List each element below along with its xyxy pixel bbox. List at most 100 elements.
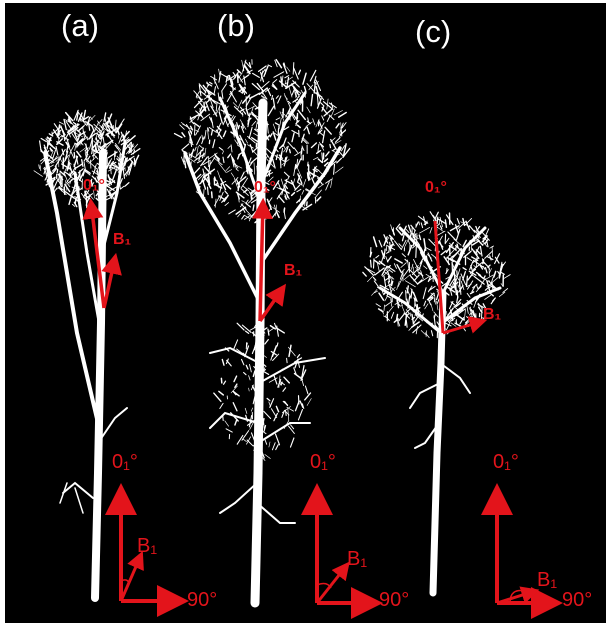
twig <box>260 369 270 376</box>
twig <box>277 127 280 136</box>
twig <box>116 158 124 165</box>
twig <box>465 220 471 231</box>
twig <box>262 134 271 144</box>
twig <box>445 317 451 324</box>
twig <box>429 227 433 234</box>
twig <box>387 265 396 272</box>
twig <box>268 401 271 408</box>
twig <box>79 147 87 153</box>
twig <box>323 158 329 163</box>
twig <box>412 314 420 325</box>
tree-a-branch <box>62 481 94 499</box>
twig <box>46 172 53 183</box>
twig <box>218 70 222 83</box>
twig <box>213 157 223 166</box>
twig <box>100 133 104 140</box>
twig <box>276 342 279 347</box>
twig <box>239 203 244 208</box>
twig <box>293 367 297 375</box>
twig <box>64 150 69 162</box>
twig <box>396 291 403 302</box>
twig <box>472 234 476 242</box>
twig <box>257 452 266 461</box>
twig <box>225 74 229 83</box>
twig <box>253 449 260 454</box>
twig <box>425 247 432 251</box>
twig <box>466 299 473 305</box>
twig <box>236 348 247 357</box>
twig <box>60 125 65 135</box>
twig <box>500 271 505 275</box>
twig <box>434 292 436 305</box>
twig <box>444 300 447 313</box>
twig <box>258 412 265 420</box>
twig <box>287 141 295 149</box>
twig <box>307 117 310 124</box>
twig <box>310 93 314 107</box>
twig <box>198 177 207 185</box>
twig <box>115 127 117 134</box>
twig <box>96 176 100 182</box>
twig <box>465 275 469 287</box>
twig <box>466 239 471 247</box>
twig <box>434 211 439 220</box>
twig <box>296 92 302 100</box>
twig <box>105 139 114 146</box>
twig <box>266 208 271 216</box>
twig <box>210 191 213 199</box>
twig <box>207 183 212 190</box>
twig <box>213 392 222 402</box>
twig <box>297 69 302 75</box>
twig <box>276 188 285 200</box>
twig <box>271 345 278 358</box>
twig <box>444 219 448 229</box>
twig <box>250 189 257 195</box>
twig <box>92 168 96 175</box>
twig <box>262 418 265 430</box>
twig <box>76 172 81 182</box>
twig <box>130 148 141 156</box>
twig <box>404 313 408 326</box>
twig <box>83 169 91 176</box>
twig <box>218 68 221 77</box>
twig <box>287 106 291 115</box>
twig <box>367 273 376 283</box>
twig <box>401 225 407 236</box>
twig <box>469 268 477 274</box>
twig <box>83 168 91 174</box>
twig <box>243 371 247 376</box>
axis-c-angle-arc <box>509 589 526 604</box>
twig <box>99 136 103 147</box>
twig <box>342 143 347 157</box>
tree-a-trunk <box>91 149 107 602</box>
twig <box>226 169 233 173</box>
twig <box>339 122 344 134</box>
twig <box>225 183 232 190</box>
twig <box>104 116 108 128</box>
twig <box>407 259 409 269</box>
twig <box>456 270 458 278</box>
twig <box>218 390 225 396</box>
twig <box>69 127 75 132</box>
twig <box>67 151 72 160</box>
twig <box>196 145 199 157</box>
twig <box>49 150 54 161</box>
twig <box>306 161 309 167</box>
twig <box>252 393 257 405</box>
twig <box>203 165 212 175</box>
twig <box>242 438 247 442</box>
twig <box>213 176 217 182</box>
twig <box>281 406 291 414</box>
twig <box>246 419 256 426</box>
tree-c-branch <box>378 286 443 335</box>
twig <box>315 149 322 155</box>
twig <box>462 271 467 281</box>
twig <box>321 115 325 121</box>
twig <box>280 178 284 187</box>
twig <box>436 300 439 311</box>
twig <box>241 143 247 157</box>
twig <box>264 187 270 191</box>
twig <box>447 231 457 241</box>
twig <box>110 123 114 129</box>
twig <box>304 392 312 401</box>
